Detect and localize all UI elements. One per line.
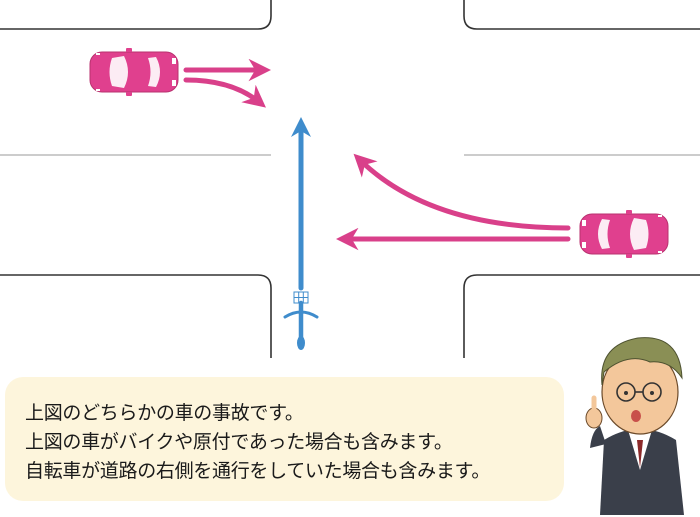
- arrow-right-car-right-turn: [353, 153, 571, 231]
- curb-top-left: [0, 0, 272, 30]
- caption-line-3: 自転車が道路の右側を通行をしていた場合も含みます。: [25, 460, 491, 482]
- presenter-character: [585, 337, 684, 515]
- road-edges: [0, 0, 700, 358]
- curb-top-right: [463, 0, 700, 30]
- arrow-left-car-right-turn: [183, 77, 266, 108]
- caption-line-1: 上図のどちらかの車の事故です。: [25, 402, 304, 424]
- curb-bottom-right: [463, 274, 700, 358]
- car-right: [579, 210, 669, 258]
- bicycle: [283, 291, 319, 350]
- caption-line-2: 上図の車がバイクや原付であった場合も含みます。: [25, 431, 453, 453]
- car-left: [89, 48, 179, 96]
- caption-box: 上図のどちらかの車の事故です。 上図の車がバイクや原付であった場合も含みます。 …: [5, 377, 564, 501]
- car-arrows: [183, 58, 571, 251]
- curb-bottom-left: [0, 274, 272, 358]
